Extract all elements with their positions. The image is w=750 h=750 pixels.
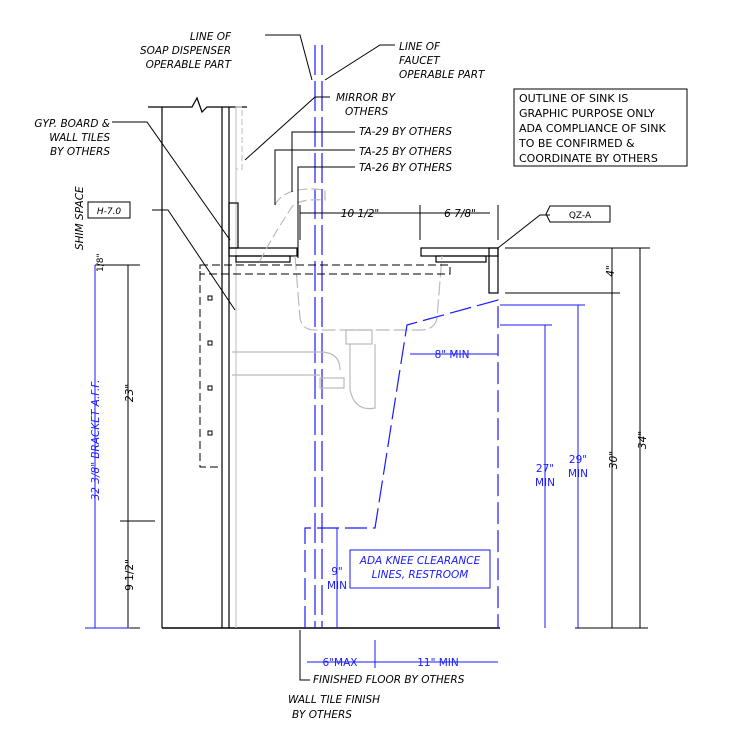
- svg-text:FAUCET: FAUCET: [399, 55, 441, 67]
- dim-27-min: 27" MIN: [535, 463, 555, 489]
- faucet-label: LINE OF FAUCET OPERABLE PART: [399, 41, 486, 81]
- svg-text:OUTLINE OF SINK IS: OUTLINE OF SINK IS: [519, 92, 628, 105]
- svg-text:BY OTHERS: BY OTHERS: [292, 709, 352, 721]
- dim-9-min: 9" MIN: [327, 566, 347, 592]
- operable-part-centerlines: [314, 45, 323, 628]
- svg-text:LINE OF: LINE OF: [399, 41, 441, 53]
- mirror-label: MIRROR BY OTHERS: [336, 92, 397, 118]
- shim-space-label: SHIM SPACE: [74, 186, 86, 250]
- dim-34: 34": [637, 431, 649, 449]
- dim-1-8: 1/8": [96, 253, 106, 272]
- svg-text:BY OTHERS: BY OTHERS: [50, 146, 110, 158]
- clearance-dimensions: [85, 265, 585, 668]
- svg-text:GRAPHIC PURPOSE ONLY: GRAPHIC PURPOSE ONLY: [519, 107, 655, 120]
- svg-text:QZ-A: QZ-A: [569, 211, 592, 221]
- ta29-label: TA-29 BY OTHERS: [359, 126, 452, 138]
- svg-text:MIN: MIN: [535, 477, 555, 489]
- bracket: [199, 264, 451, 468]
- svg-text:GYP. BOARD &: GYP. BOARD &: [34, 118, 110, 130]
- svg-text:COORDINATE BY OTHERS: COORDINATE BY OTHERS: [519, 152, 658, 165]
- svg-text:LINES, RESTROOM: LINES, RESTROOM: [372, 569, 469, 581]
- ta25-label: TA-25 BY OTHERS: [359, 146, 452, 158]
- svg-text:MIN: MIN: [327, 580, 347, 592]
- svg-text:MIN: MIN: [568, 468, 588, 480]
- tag-qz-a: QZ-A: [545, 205, 611, 223]
- svg-text:ADA COMPLIANCE OF SINK: ADA COMPLIANCE OF SINK: [519, 122, 666, 135]
- sink-outline-note: OUTLINE OF SINK IS GRAPHIC PURPOSE ONLY …: [513, 88, 688, 167]
- svg-text:OPERABLE PART: OPERABLE PART: [146, 59, 233, 71]
- dimension-lines: [95, 34, 650, 681]
- svg-text:SOAP DISPENSER: SOAP DISPENSER: [140, 45, 231, 57]
- ada-knee-clearance-lines: [304, 299, 499, 628]
- bracket-aff-dimension: 32 3/8" BRACKET A.F.F.: [90, 380, 102, 501]
- svg-text:WALL TILES: WALL TILES: [49, 132, 110, 144]
- svg-text:9": 9": [331, 566, 343, 578]
- svg-text:LINE OF: LINE OF: [190, 31, 232, 43]
- svg-text:MIRROR BY: MIRROR BY: [336, 92, 397, 104]
- svg-text:WALL TILE FINISH: WALL TILE FINISH: [288, 694, 380, 706]
- sink-outline: [232, 188, 443, 410]
- dim-10-1-2: 10 1/2": [341, 208, 379, 220]
- dim-4: 4": [605, 265, 617, 277]
- svg-text:OPERABLE PART: OPERABLE PART: [399, 69, 486, 81]
- svg-text:27": 27": [536, 463, 554, 475]
- dim-29-min: 29" MIN: [568, 454, 588, 480]
- dim-6-7-8: 6 7/8": [444, 208, 476, 220]
- svg-text:H-7.0: H-7.0: [97, 207, 122, 217]
- ta26-label: TA-26 BY OTHERS: [359, 162, 452, 174]
- countertop: [228, 202, 499, 294]
- gyp-board-label: GYP. BOARD & WALL TILES BY OTHERS: [34, 118, 110, 158]
- finished-floor-label: FINISHED FLOOR BY OTHERS: [313, 674, 465, 686]
- ada-knee-clearance-label: ADA KNEE CLEARANCE LINES, RESTROOM: [359, 555, 481, 581]
- tag-h7: H-7.0: [87, 201, 131, 219]
- wall: [148, 96, 500, 629]
- dim-30: 30": [608, 451, 620, 469]
- dim-9-1-2: 9 1/2": [124, 559, 136, 591]
- mirror: [235, 106, 243, 170]
- svg-text:OTHERS: OTHERS: [345, 106, 389, 118]
- dim-11-min: 11" MIN: [417, 657, 459, 669]
- dim-8-min: 8" MIN: [435, 349, 470, 361]
- soap-dispenser-label: LINE OF SOAP DISPENSER OPERABLE PART: [140, 31, 233, 71]
- svg-text:ADA KNEE CLEARANCE: ADA KNEE CLEARANCE: [359, 555, 481, 567]
- dim-6-max: 6"MAX: [323, 657, 358, 669]
- wall-tile-finish-label: WALL TILE FINISH BY OTHERS: [288, 694, 380, 721]
- dim-23: 23": [124, 384, 136, 402]
- svg-text:TO BE CONFIRMED &: TO BE CONFIRMED &: [518, 137, 635, 150]
- svg-text:29": 29": [569, 454, 587, 466]
